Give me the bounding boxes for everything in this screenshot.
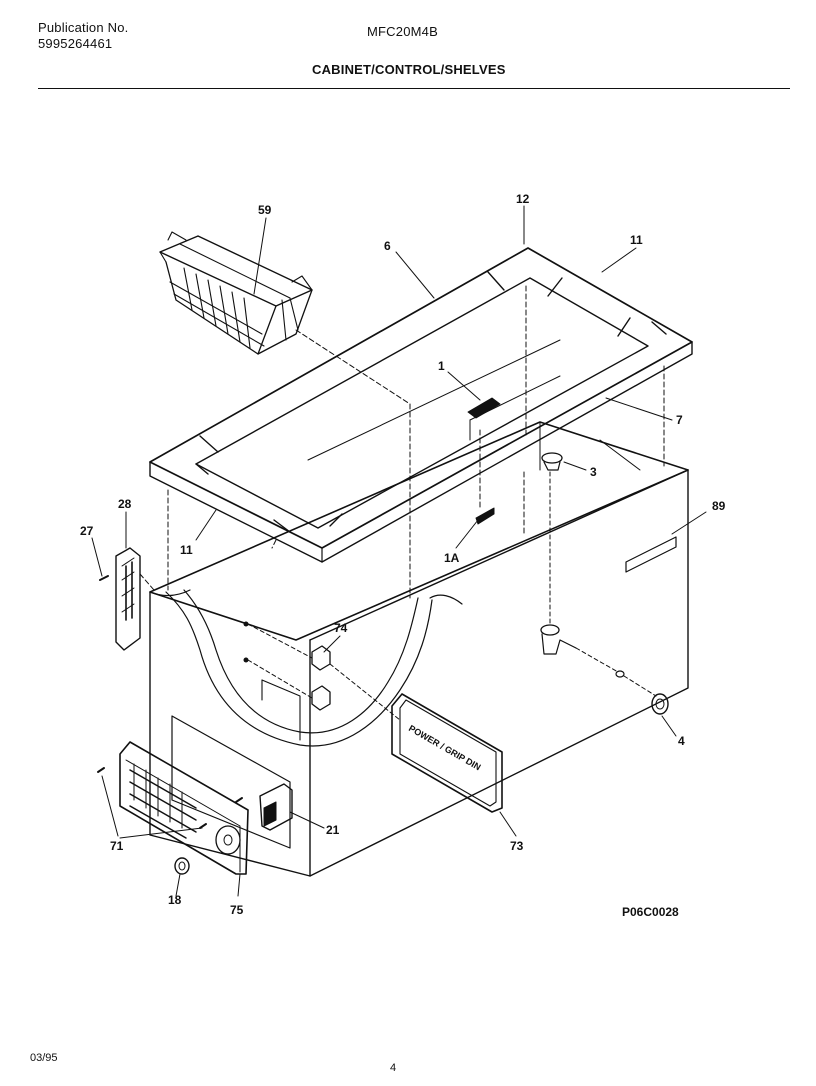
- callout-71: 71: [110, 839, 124, 853]
- callout-6: 6: [384, 239, 391, 253]
- drain-assembly: [540, 452, 669, 715]
- control-brackets: [243, 621, 401, 721]
- cabinet-body: [149, 421, 689, 877]
- front-grille: [97, 741, 293, 875]
- callout-75: 75: [230, 903, 244, 917]
- publication-number: 5995264461: [38, 36, 113, 51]
- lid-hinge: [99, 547, 141, 651]
- wire-basket: [159, 231, 313, 355]
- footer-page-number: 4: [390, 1062, 397, 1074]
- model-number: MFC20M4B: [367, 24, 438, 39]
- breaker-frame: [149, 247, 693, 563]
- figure-code: P06C0028: [622, 905, 679, 919]
- callout-21: 21: [326, 823, 340, 837]
- header-rule: [38, 88, 790, 89]
- callout-59: 59: [258, 203, 272, 217]
- callout-18: 18: [168, 893, 182, 907]
- publication-label: Publication No.: [38, 20, 129, 35]
- section-title: CABINET/CONTROL/SHELVES: [312, 62, 506, 77]
- callout-89: 89: [712, 499, 726, 513]
- callout-1: 1: [438, 359, 445, 373]
- callout-28: 28: [118, 497, 132, 511]
- callout-labels: 59 6 12 11 1 7 3 28 27 89 11 1A 74 4 73 …: [80, 192, 726, 919]
- callout-11-top: 11: [630, 233, 643, 247]
- callout-27: 27: [80, 524, 94, 538]
- callout-11-bottom: 11: [180, 543, 193, 557]
- callout-4: 4: [678, 734, 685, 748]
- nameplate-panel: POWER / GRIP DIN: [391, 693, 503, 813]
- callout-12: 12: [516, 192, 530, 206]
- leader-lines: [91, 205, 707, 897]
- footer-date: 03/95: [30, 1052, 58, 1064]
- callout-73: 73: [510, 839, 524, 853]
- callout-1a: 1A: [444, 551, 460, 565]
- callout-3: 3: [590, 465, 597, 479]
- callout-7: 7: [676, 413, 683, 427]
- callout-74: 74: [334, 621, 348, 635]
